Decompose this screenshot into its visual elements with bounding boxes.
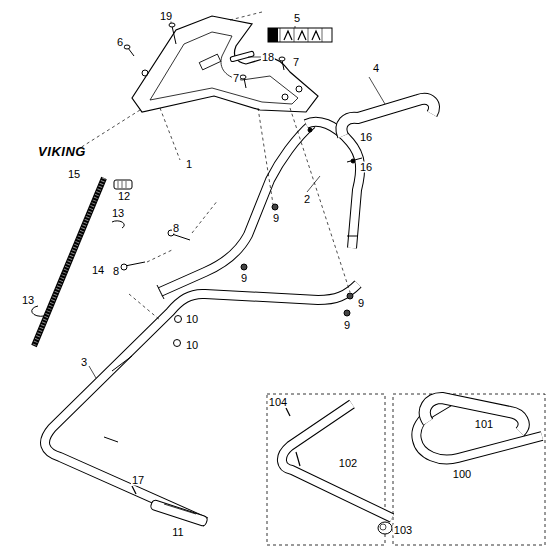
callout-number: 17 [131, 475, 145, 486]
callout-number: 7 [232, 73, 240, 84]
callout-number: 10 [185, 340, 199, 351]
threaded-rod [34, 178, 104, 346]
callout-number: 4 [372, 63, 380, 74]
callout-number: 10 [185, 314, 199, 325]
callout-number: 13 [21, 295, 35, 306]
callout-number: 15 [67, 169, 81, 180]
callout-number: 104 [268, 397, 288, 408]
inset-variants [267, 394, 545, 545]
callout-number: 2 [303, 194, 311, 205]
callout-number: 9 [272, 213, 280, 224]
callout-number: 9 [357, 298, 365, 309]
callout-number: 9 [343, 320, 351, 331]
callout-number: 102 [338, 458, 358, 469]
callout-number: 8 [112, 266, 120, 277]
callout-number: 11 [171, 527, 184, 538]
snap-rings [32, 221, 125, 316]
callout-number: 16 [359, 132, 373, 143]
callout-number: 3 [80, 357, 88, 368]
warning-sticker [268, 28, 332, 42]
callout-number: 6 [116, 37, 124, 48]
callout-number: 14 [91, 265, 105, 276]
callout-number: 100 [452, 469, 472, 480]
callout-number: 1 [185, 159, 193, 170]
screws [124, 23, 285, 88]
callout-number: 12 [117, 191, 131, 202]
callout-number: 16 [359, 162, 373, 173]
callout-number: 5 [293, 13, 301, 24]
fasteners [121, 128, 355, 347]
callout-number: 103 [393, 525, 413, 536]
callout-number: 18 [261, 52, 275, 63]
callout-number: 13 [111, 208, 125, 219]
callout-number: 8 [172, 223, 180, 234]
brand-logo: VIKING [37, 145, 87, 158]
tube-insert [132, 486, 208, 527]
callout-number: 9 [240, 273, 248, 284]
callout-number: 7 [292, 57, 300, 68]
leader-lines [80, 12, 385, 378]
callout-number: 101 [474, 419, 494, 430]
handle-tubes [45, 99, 434, 522]
clip [114, 180, 132, 189]
callout-number: 19 [159, 11, 173, 22]
